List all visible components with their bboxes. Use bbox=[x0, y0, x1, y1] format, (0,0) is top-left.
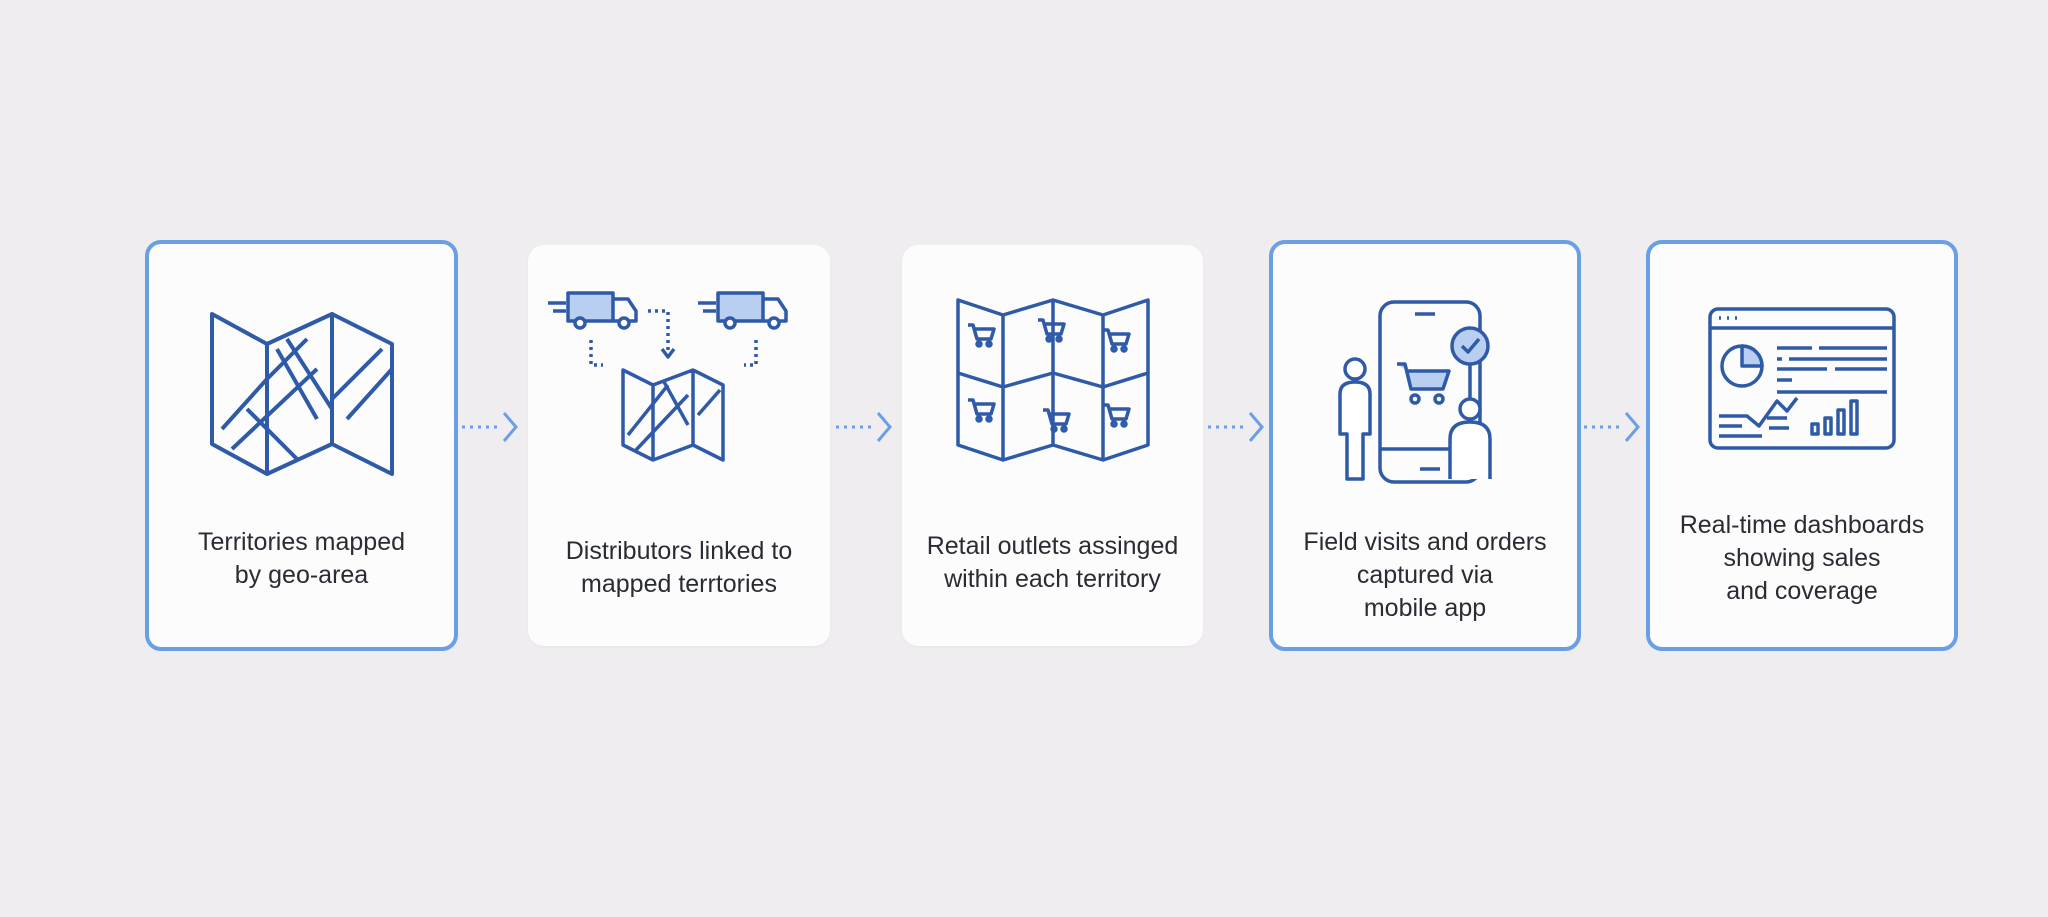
label-line: by geo-area bbox=[234, 561, 369, 589]
dotted-arrow-icon bbox=[1584, 412, 1640, 442]
label-line: Retail outlets assinged bbox=[926, 532, 1179, 560]
label-line: mapped terrtories bbox=[581, 570, 777, 598]
label-line: captured via bbox=[1356, 561, 1494, 589]
label-line: Distributors linked to bbox=[565, 537, 793, 565]
label-line: Territories mapped bbox=[197, 528, 406, 556]
mobile-order-icon bbox=[1338, 300, 1492, 484]
label-line: showing sales bbox=[1723, 544, 1881, 572]
dotted-arrow-icon bbox=[1208, 412, 1264, 442]
folded-map-icon bbox=[209, 312, 394, 476]
delivery-trucks-to-map-icon bbox=[548, 291, 788, 462]
label-line: within each territory bbox=[944, 565, 1161, 593]
label-line: Real-time dashboards bbox=[1679, 511, 1925, 539]
dashboard-icon bbox=[1708, 307, 1896, 450]
step-card-field-visits: Field visits and orders captured via mob… bbox=[1269, 240, 1581, 651]
step-label: Real-time dashboards showing sales and c… bbox=[1660, 509, 1944, 608]
step-label: Field visits and orders captured via mob… bbox=[1283, 526, 1567, 625]
label-line: Field visits and orders bbox=[1303, 528, 1547, 556]
dotted-arrow-icon bbox=[462, 412, 518, 442]
label-line: mobile app bbox=[1363, 594, 1487, 622]
step-card-territories: Territories mapped by geo-area bbox=[145, 240, 458, 651]
dotted-arrow-icon bbox=[836, 412, 892, 442]
step-card-retail-outlets: Retail outlets assinged within each terr… bbox=[902, 245, 1203, 646]
step-label: Retail outlets assinged within each terr… bbox=[912, 530, 1193, 596]
step-card-distributors: Distributors linked to mapped terrtories bbox=[528, 245, 830, 646]
step-card-dashboards: Real-time dashboards showing sales and c… bbox=[1646, 240, 1958, 651]
step-label: Distributors linked to mapped terrtories bbox=[538, 535, 820, 601]
label-line: and coverage bbox=[1726, 577, 1878, 605]
map-with-carts-icon bbox=[955, 298, 1150, 462]
step-label: Territories mapped by geo-area bbox=[159, 526, 444, 592]
